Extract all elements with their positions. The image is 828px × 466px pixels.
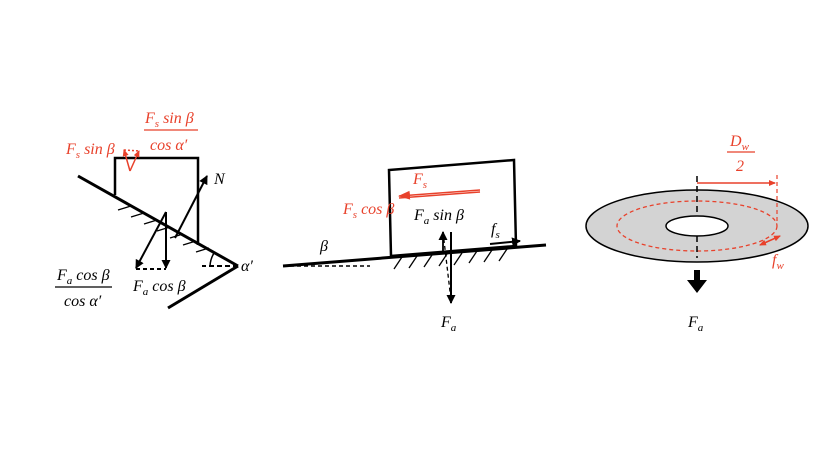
block [387, 158, 518, 258]
fs-cos-beta-arrow [398, 191, 481, 199]
label-fs-cos-beta: Fs cos β [342, 201, 394, 221]
upper-incline [77, 174, 239, 268]
fw-arrow-reverse [759, 235, 781, 246]
fs-arrow [398, 189, 481, 200]
red-dashed-link [123, 149, 140, 152]
label-fs-sin-beta-over-cos: Fs sin β cos α′ [144, 110, 198, 154]
slanted-component-arrow [135, 211, 167, 269]
surface-hatching [117, 205, 210, 253]
panel-wedge: Fs sin β Fs sin β cos α′ N α′ Fa cos β c… [55, 110, 253, 310]
panel-disk: Dw 2 fw Fa [585, 133, 809, 334]
label-fw: fw [772, 252, 784, 272]
label-fa: Fa [440, 314, 457, 334]
lower-incline [167, 264, 239, 310]
svg-text:Fs sin β: Fs sin β [144, 110, 194, 130]
svg-text:Dw: Dw [729, 133, 750, 153]
label-angle-alpha: α′ [241, 258, 253, 275]
label-fa-sin-beta: Fa sin β [413, 207, 464, 227]
angle-arc [209, 252, 215, 267]
slope-line [282, 243, 547, 268]
label-fs: Fs [412, 171, 427, 191]
svg-text:cos α′: cos α′ [64, 293, 102, 310]
friction-arrow [489, 237, 521, 247]
disk-hole [665, 215, 729, 237]
mean-radius-circle [616, 200, 778, 252]
label-friction: fs [491, 221, 500, 241]
label-fa-cos-beta: Fa cos β [132, 278, 186, 298]
label-fs-sin-beta: Fs sin β [65, 141, 115, 161]
label-normal-force: N [213, 171, 226, 188]
svg-text:Fa cos β: Fa cos β [56, 267, 110, 287]
label-fa-cos-beta-over-cos: Fa cos β cos α′ [55, 267, 112, 310]
fs-sin-beta-arrow [122, 149, 131, 172]
svg-text:2: 2 [736, 158, 744, 175]
block [113, 156, 200, 245]
label-fa: Fa [687, 314, 704, 334]
normal-force-arrow [174, 175, 208, 239]
label-angle-beta: β [319, 238, 328, 255]
panel-slope: Fs Fs cos β Fa sin β fs β Fa [282, 158, 547, 334]
fa-component-dashed [442, 231, 452, 301]
label-dw-over-2: Dw 2 [727, 133, 755, 175]
fa-arrow [687, 270, 707, 293]
svg-text:cos α′: cos α′ [150, 137, 188, 154]
fs-sin-beta-over-cos-arrow [129, 150, 140, 172]
